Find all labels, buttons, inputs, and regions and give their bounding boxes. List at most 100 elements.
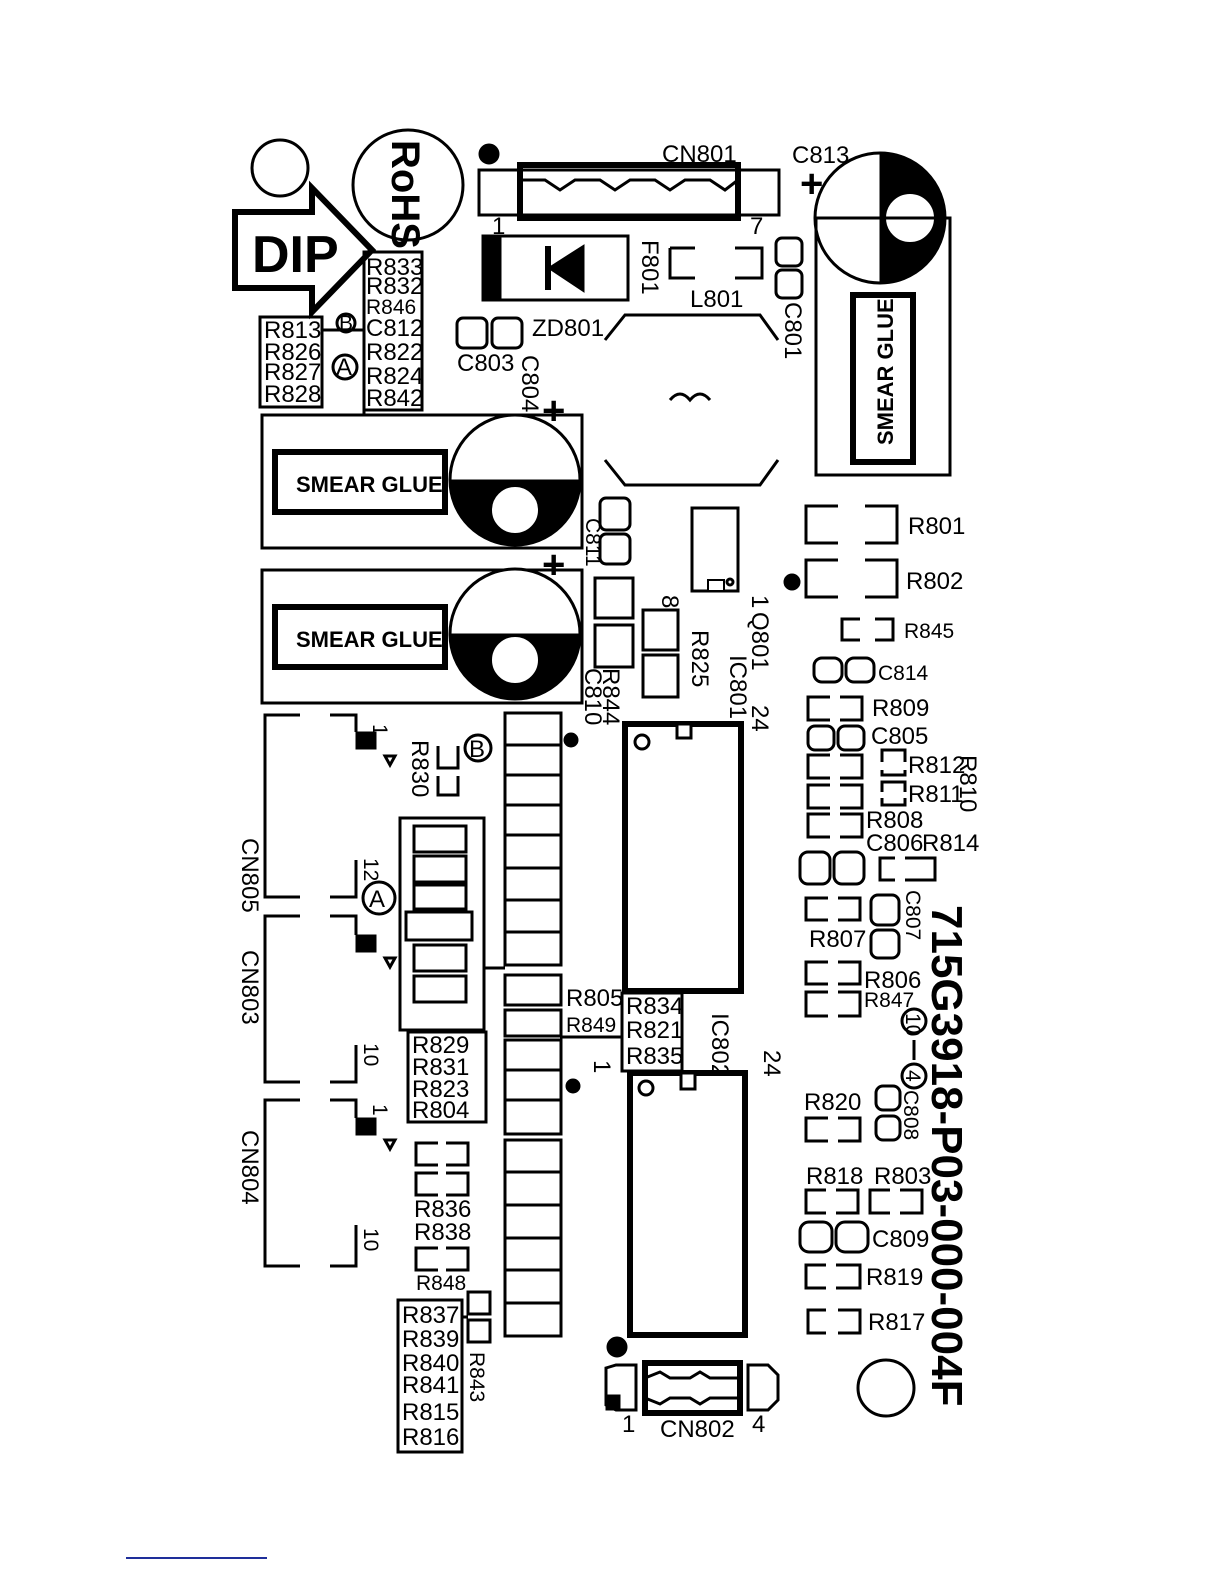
mounting-hole-top (250, 138, 310, 198)
q801-chip: 8 1 Q801 IC801 (656, 506, 773, 719)
ic802-label: IC802 (706, 1013, 733, 1077)
dip-right-0: R833 (366, 254, 423, 281)
r801-label: R801 (908, 513, 965, 540)
r847-footprint: R847 (804, 989, 914, 1018)
svg-text:4: 4 (901, 1070, 924, 1082)
r806-footprint: R806 (804, 960, 921, 994)
c806-label: C806 (866, 830, 923, 857)
cn804-connector: 1 CN804 10 (236, 1098, 398, 1268)
r829-box: R829 R831 R823 R804 (406, 1030, 488, 1124)
c807-footprint: C807 (869, 890, 924, 960)
r801-footprint: R801 (804, 504, 965, 545)
r837-box-5: R816 (402, 1424, 459, 1451)
r844-label: R844 (597, 668, 624, 725)
r805-label: R805 (566, 985, 623, 1012)
r845-footprint: R845 (840, 617, 954, 643)
c801-label: C801 (779, 302, 806, 359)
l801-footprint: L801 (668, 246, 764, 313)
svg-text:B: B (469, 736, 485, 763)
cn801-label: CN801 (662, 141, 737, 168)
q801-label: Q801 (746, 612, 773, 671)
r837-box-3: R841 (402, 1372, 459, 1399)
c801-footprint: C801 (774, 236, 806, 359)
svg-text:A: A (336, 354, 352, 381)
c803-footprint: C803 C804 (455, 316, 543, 412)
f801-label: F801 (636, 240, 663, 295)
c814-label: C814 (878, 662, 929, 685)
r830-label: R830 (406, 740, 433, 797)
c804-label: C804 (516, 355, 543, 412)
r803-label: R803 (874, 1163, 931, 1190)
c814-footprint: C814 (812, 656, 929, 685)
cn803-pin-last: 10 (359, 1043, 382, 1066)
cn805-label: CN805 (236, 838, 263, 913)
marker-b-mid: B (463, 733, 493, 763)
dip-right-3: C812 (366, 315, 423, 342)
marker-a-mid: A (361, 880, 397, 916)
c813-label: C813 (792, 142, 849, 169)
rev-mark-b: 4 (900, 1062, 928, 1090)
r848-footprint: R848 (414, 1246, 470, 1295)
ic802-chip: IC802 24 1 (588, 1013, 785, 1338)
r848-label: R848 (416, 1272, 466, 1295)
r802-label: R802 (906, 568, 963, 595)
cn801-pin-last: 7 (750, 213, 763, 240)
r837-box-4: R815 (402, 1399, 459, 1426)
r830-footprint: R830 (406, 740, 460, 797)
c804-capacitor: SMEAR GLUE + (260, 389, 584, 550)
resistor-box-upper (398, 816, 505, 1032)
cn805-connector: CN805 1 12 (236, 713, 398, 913)
cn804-pin-last: 10 (359, 1228, 382, 1251)
r817-label: R817 (868, 1309, 925, 1336)
r811-label: R811 (908, 781, 964, 808)
c813-plus: + (800, 162, 823, 206)
c805-footprint: C805 (806, 723, 928, 752)
c809-label: C809 (872, 1226, 929, 1253)
c808-label: C808 (899, 1090, 922, 1140)
c811-label: C811 (581, 518, 604, 567)
cn801-pin-first: 1 (492, 213, 505, 240)
ic801-chip: 24 (622, 705, 773, 994)
c811-footprint: C811 (581, 496, 632, 567)
r817-footprint: R817 (806, 1308, 925, 1336)
dip-left-2: R827 (264, 359, 321, 386)
r820-footprint: R820 (804, 1089, 862, 1143)
c809-footprint: C809 (798, 1220, 929, 1254)
r837-box-0: R837 (402, 1302, 459, 1329)
rohs-label: RoHS (383, 140, 427, 249)
c810-label: C810 (579, 668, 606, 725)
c806-footprint: C806 (798, 830, 923, 886)
c807-label: C807 (901, 890, 924, 940)
c805-label: C805 (871, 723, 928, 750)
glue-c804: SMEAR GLUE (296, 472, 443, 497)
q801-pin-last: 8 (656, 595, 683, 608)
r829-box-0: R829 (412, 1032, 469, 1059)
ic801-label: IC801 (724, 655, 751, 719)
c810-plus: + (542, 543, 565, 587)
r847-label: R847 (864, 989, 914, 1012)
dip-right-2: R846 (366, 296, 416, 319)
mounting-hole-bottom (856, 1358, 916, 1418)
r802-footprint: R802 (783, 558, 963, 599)
r808-label: R808 (866, 807, 923, 834)
cn802-pin-last: 4 (752, 1411, 765, 1438)
cn804-pin-first: 1 (368, 1104, 391, 1116)
rohs-mark: RoHS (351, 128, 465, 249)
dip-right-6: R842 (366, 385, 423, 412)
cn802-label: CN802 (660, 1416, 735, 1443)
svg-text:10: 10 (901, 1013, 924, 1036)
c804-plus: + (542, 389, 565, 433)
q801-pin-first: 1 (746, 595, 773, 608)
r810-label: R810 (954, 755, 981, 812)
r837-box-2: R840 (402, 1350, 459, 1377)
c810-capacitor: SMEAR GLUE + (260, 543, 584, 705)
part-number: 715G3918-P03-000-004F (922, 905, 971, 1406)
r837-box-1: R839 (402, 1326, 459, 1353)
r836-label: R836 (414, 1196, 471, 1223)
r829-box-1: R831 (412, 1054, 469, 1081)
dip-left-0: R813 (264, 317, 321, 344)
cn803-connector: CN803 10 (236, 914, 398, 1084)
transformer-outline (603, 313, 780, 487)
glue-c810: SMEAR GLUE (296, 627, 443, 652)
